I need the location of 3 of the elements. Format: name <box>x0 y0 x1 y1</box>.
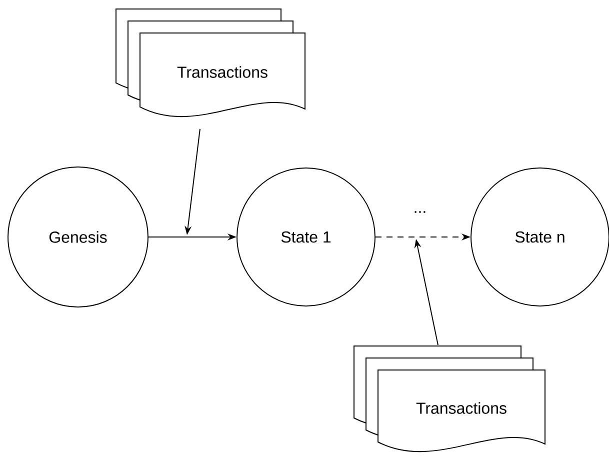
edge-label: ... <box>412 210 428 214</box>
document-stack: Transactions <box>116 8 306 118</box>
document-stack: Transactions <box>354 346 546 452</box>
